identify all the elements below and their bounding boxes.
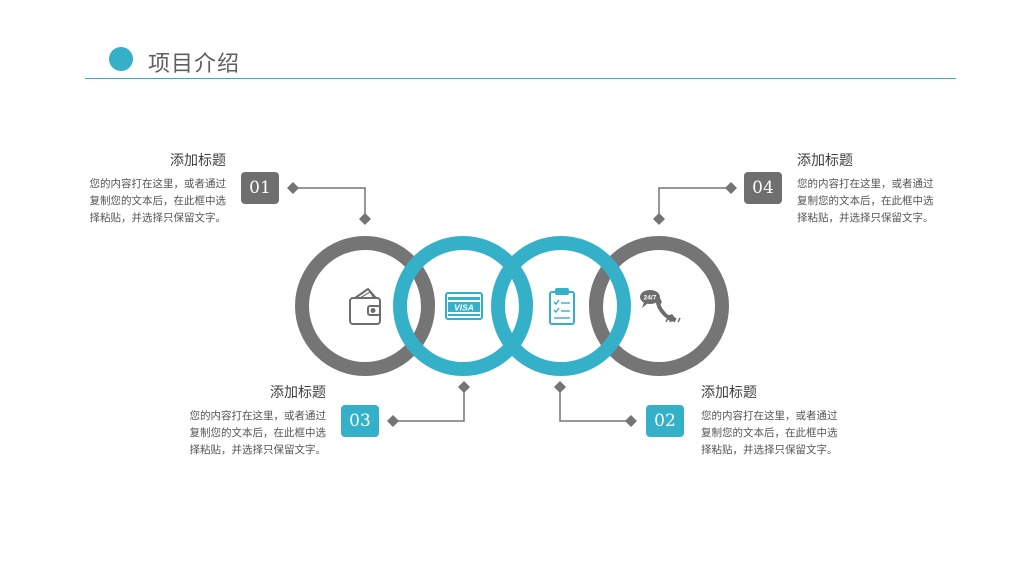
wallet-icon [349, 287, 381, 325]
body-line: 复制您的文本后，在此框中选 [797, 195, 934, 207]
header-dot [109, 47, 133, 71]
connector-04 [652, 181, 738, 226]
text-block-03: 添加标题 您的内容打在这里，或者通过 复制您的文本后，在此框中选 择粘贴，并选择… [158, 382, 327, 459]
badge-04: 04 [744, 172, 782, 204]
badge-02: 02 [646, 405, 684, 437]
block-title: 添加标题 [701, 385, 757, 401]
text-block-04: 添加标题 您的内容打在这里，或者通过 复制您的文本后，在此框中选 择粘贴，并选择… [797, 150, 967, 227]
ring-3 [491, 236, 631, 376]
block-body: 您的内容打在这里，或者通过 复制您的文本后，在此框中选 择粘贴，并选择只保留文字… [701, 408, 871, 459]
page-title: 项目介绍 [148, 52, 241, 77]
connector-02 [553, 380, 638, 428]
body-line: 您的内容打在这里，或者通过 [89, 178, 227, 190]
block-body: 您的内容打在这里，或者通过 复制您的文本后，在此框中选 择粘贴，并选择只保留文字… [60, 176, 227, 227]
credit-card-icon: VISA [445, 292, 483, 320]
body-line: 择粘贴，并选择只保留文字。 [89, 212, 227, 224]
body-line: 择粘贴，并选择只保留文字。 [701, 444, 838, 456]
block-body: 您的内容打在这里，或者通过 复制您的文本后，在此框中选 择粘贴，并选择只保留文字… [797, 176, 967, 227]
body-line: 您的内容打在这里，或者通过 [797, 178, 934, 190]
phone-24-7-icon: 24/7 [640, 290, 681, 323]
ring-4-overlap [589, 273, 610, 307]
text-block-02: 添加标题 您的内容打在这里，或者通过 复制您的文本后，在此框中选 择粘贴，并选择… [701, 382, 871, 459]
block-title: 添加标题 [270, 385, 326, 401]
body-line: 您的内容打在这里，或者通过 [189, 410, 327, 422]
card-brand-text: VISA [454, 303, 474, 313]
ring-1-overlap [414, 273, 435, 307]
body-line: 复制您的文本后，在此框中选 [89, 195, 227, 207]
header-divider [85, 78, 956, 79]
body-line: 您的内容打在这里，或者通过 [701, 410, 838, 422]
block-body: 您的内容打在这里，或者通过 复制您的文本后，在此框中选 择粘贴，并选择只保留文字… [158, 408, 327, 459]
block-title: 添加标题 [797, 153, 853, 169]
block-title: 添加标题 [170, 153, 226, 169]
clipboard-icon [549, 288, 575, 325]
connector-01 [286, 181, 372, 226]
badge-03: 03 [341, 405, 379, 437]
ring-2-overlap [512, 273, 533, 307]
connector-03 [386, 380, 471, 428]
body-line: 复制您的文本后，在此框中选 [701, 427, 838, 439]
badge-01: 01 [241, 172, 279, 204]
body-line: 择粘贴，并选择只保留文字。 [797, 212, 934, 224]
service-hours-text: 24/7 [644, 295, 657, 302]
body-line: 择粘贴，并选择只保留文字。 [189, 444, 327, 456]
text-block-01: 添加标题 您的内容打在这里，或者通过 复制您的文本后，在此框中选 择粘贴，并选择… [60, 150, 227, 227]
body-line: 复制您的文本后，在此框中选 [189, 427, 327, 439]
